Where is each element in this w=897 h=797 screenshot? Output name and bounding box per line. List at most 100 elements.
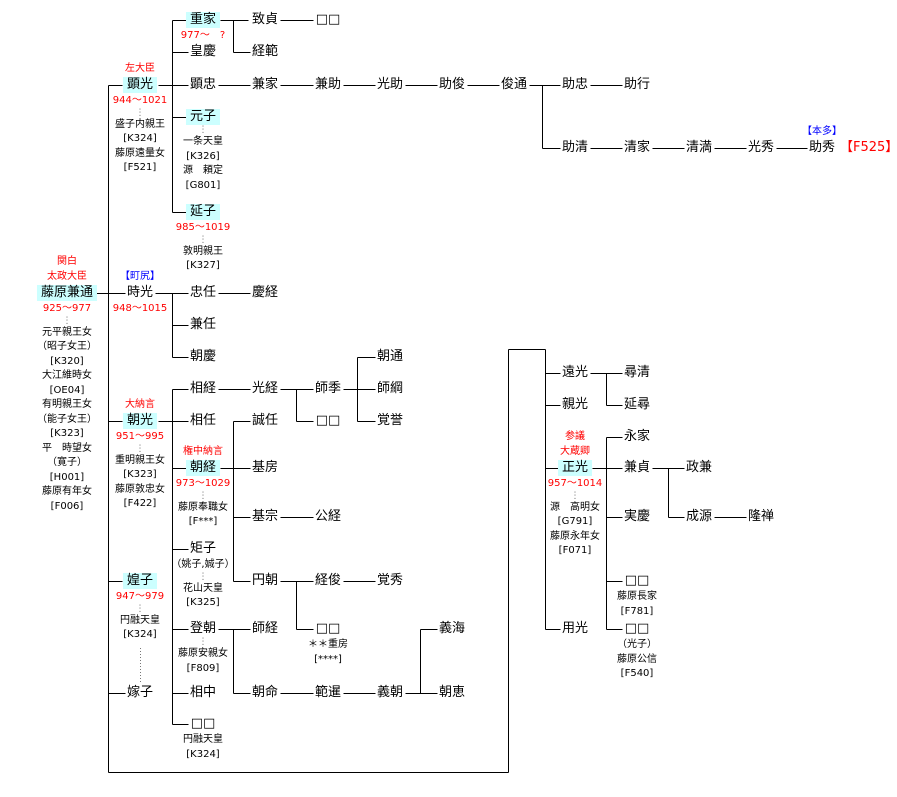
title-label: 太政大臣 — [47, 270, 87, 282]
person-enjin: 延尋 — [623, 397, 651, 412]
years-label: 985～1019 — [175, 222, 231, 233]
title-sukehide: 【本多】 — [802, 125, 842, 140]
person-asatsune: 朝経 — [185, 460, 221, 476]
marriage-dotted-line-icon: ⋮ — [62, 315, 72, 326]
reference-link-sukehide[interactable]: 【F525】 — [840, 140, 897, 155]
spouse-label: 大江維時女 — [42, 370, 92, 381]
spouse-label: 藤原有年女 — [42, 486, 92, 497]
spouse-label: [K324] — [123, 133, 157, 144]
marriage-dotted-line-icon: ⋮ — [198, 490, 208, 501]
spouse-label: [K324] — [123, 629, 157, 640]
person-kintsune: 公経 — [314, 509, 342, 524]
person-kiyoie: 清家 — [623, 140, 651, 155]
note-label: [F781] — [620, 605, 654, 617]
person-chikamitsu: 親光 — [561, 397, 589, 412]
spouse-label: [H001] — [49, 471, 85, 483]
marriage-dotted-line-icon: ⋮ — [198, 637, 208, 647]
notes-asamitsu: 951～995⋮重明親王女[K323]藤原敦忠女[F422] — [115, 430, 165, 512]
person-unknown3: □□ — [315, 413, 341, 428]
spouse-label: [F006] — [50, 500, 84, 512]
person-kanesada: 兼貞 — [623, 460, 651, 475]
years-label: 925～977 — [42, 303, 92, 314]
spouse-label: （能子女王） — [37, 413, 97, 425]
notes-shigeie: 977～ ? — [181, 29, 225, 44]
spouse-label: 藤原安親女 — [178, 648, 228, 659]
person-motomune: 基宗 — [251, 509, 279, 524]
title-label: 大納言 — [125, 398, 155, 410]
person-tokimitsu: 時光 — [126, 285, 154, 300]
spouse-label: 花山天皇 — [183, 582, 223, 594]
years-label: 951～995 — [115, 431, 165, 442]
notes-akimitsu: 944～1021⋮盛子内親王[K324]藤原遠量女[F521] — [113, 94, 168, 176]
notes-tokimitsu: 948～1015 — [113, 302, 168, 317]
person-jogen: 成源 — [685, 509, 713, 524]
person-tomitsu: 遠光 — [561, 365, 589, 380]
person-unknown5: □□ — [624, 573, 650, 588]
title-kanemichi: 関白太政大臣 — [47, 255, 87, 284]
person-morotsuna: 師綱 — [376, 381, 404, 396]
spouse-label: 藤原奉職女 — [177, 501, 228, 513]
person-suketada: 助忠 — [561, 77, 589, 92]
years-label: 973～1029 — [175, 478, 231, 489]
title-label: 大蔵卿 — [560, 445, 590, 457]
person-nobuko: 延子 — [185, 204, 221, 220]
years-label: 957～1014 — [547, 478, 603, 489]
spouse-label: [F809] — [186, 662, 220, 674]
years-label: 947～979 — [115, 591, 165, 602]
spouse-label: [K323] — [123, 469, 157, 480]
person-yomeko: 嫁子 — [126, 685, 154, 700]
years-label: 977～ ? — [180, 30, 226, 41]
spouse-label: （寛子） — [47, 457, 87, 468]
notes-unknown6: （光子）藤原公信[F540] — [617, 638, 657, 682]
person-suketsune: 相経 — [189, 381, 217, 396]
person-asanori: 朝命 — [251, 685, 279, 700]
person-nobutomo: 登朝 — [189, 621, 217, 636]
spouse-label: [K326] — [186, 150, 220, 162]
note-label: ＊＊重房 — [308, 639, 348, 650]
notes-kanemichi: 925～977⋮元平親王女（昭子女王）[K320]大江維時女[OE04]有明親王… — [37, 302, 97, 514]
person-noriko: 矩子 — [189, 541, 217, 556]
person-akimitsu: 顕光 — [122, 77, 158, 93]
notes-motoko: ⋮一条天皇[K326]源 頼定[G801] — [183, 126, 223, 193]
person-toshimichi: 俊通 — [500, 77, 528, 92]
spouse-label: 藤原敦忠女 — [115, 483, 165, 495]
person-gikai: 義海 — [438, 621, 466, 636]
title-akimitsu: 左大臣 — [125, 62, 155, 77]
spouse-label: 源 頼定 — [183, 165, 223, 176]
spouse-label: [G801] — [185, 179, 221, 191]
marriage-dotted-line-icon: ⋮ — [135, 107, 145, 118]
spouse-label: [F521] — [123, 162, 157, 173]
title-asatsune: 権中納言 — [183, 445, 223, 460]
note-label: （光子） — [617, 639, 657, 650]
spouse-label: [F422] — [123, 498, 157, 509]
person-kakuyo: 覚誉 — [376, 413, 404, 428]
person-hanzen: 範暹 — [314, 685, 342, 700]
spouse-label: 平 時望女 — [42, 442, 92, 454]
person-asamitsu: 朝光 — [122, 413, 158, 429]
title-masamitsu: 参議大蔵卿 — [560, 430, 590, 459]
person-akitada: 顕忠 — [189, 77, 217, 92]
spouse-label: [K320] — [50, 355, 84, 367]
person-kakushu: 覚秀 — [376, 573, 404, 588]
person-suketoshi: 助俊 — [438, 77, 466, 92]
person-keikei: 慶経 — [251, 285, 279, 300]
person-mitsutsune: 光経 — [251, 381, 279, 396]
person-kokei: 皇慶 — [189, 44, 217, 59]
person-kiyomitsu: 清満 — [685, 140, 713, 155]
person-yoshitomo: 義朝 — [376, 685, 404, 700]
note-label: [F540] — [620, 668, 654, 679]
spouse-label: 重明親王女 — [115, 454, 165, 466]
notes-masamitsu: 957～1014⋮源 高明女[G791]藤原永年女[F071] — [548, 477, 603, 559]
person-kaneie: 兼家 — [251, 77, 279, 92]
spouse-label: 一条天皇 — [183, 136, 223, 147]
title-asamitsu: 大納言 — [125, 398, 155, 413]
notes-nobutomo: ⋮藤原安親女 [F809] — [178, 638, 228, 676]
person-nobuto: 誠任 — [251, 413, 279, 428]
person-motoko: 元子 — [185, 109, 221, 125]
person-tsunetoshi: 経俊 — [314, 573, 342, 588]
person-asamichi: 朝通 — [376, 349, 404, 364]
note-label: [K324] — [186, 748, 220, 760]
person-munesada: 致貞 — [251, 12, 279, 27]
person-kaneto: 兼任 — [189, 317, 217, 332]
